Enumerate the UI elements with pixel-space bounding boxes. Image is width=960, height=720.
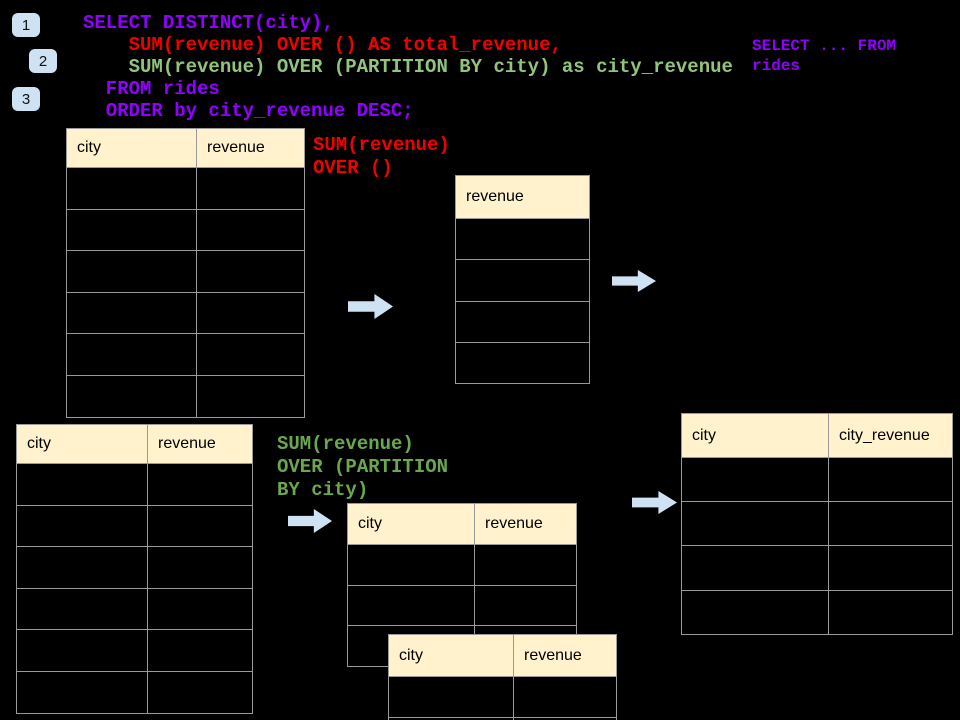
step-badge-label: 1 bbox=[21, 16, 31, 34]
column-header-city: city bbox=[66, 128, 197, 168]
table-row bbox=[388, 676, 617, 718]
table-row bbox=[66, 291, 305, 335]
right-arrow-icon bbox=[288, 509, 332, 533]
table-row bbox=[455, 341, 590, 385]
table-row bbox=[455, 300, 590, 343]
table-row bbox=[16, 587, 253, 631]
step-badge-label: 3 bbox=[21, 90, 31, 108]
column-header-city: city bbox=[347, 503, 475, 545]
table-row bbox=[681, 545, 953, 591]
column-header-revenue: revenue bbox=[474, 503, 577, 545]
column-header-city: city bbox=[16, 424, 148, 464]
step-badge-2: 2 bbox=[29, 49, 57, 73]
table-row bbox=[16, 463, 253, 506]
table-partition-group-front: city revenue bbox=[388, 634, 617, 720]
table-source-total: city revenue bbox=[66, 128, 305, 418]
table-total-result: revenue bbox=[455, 175, 590, 385]
label-sum-over-total: SUM(revenue) OVER () bbox=[313, 134, 450, 179]
table-row bbox=[347, 584, 577, 627]
table-row bbox=[16, 504, 253, 548]
table-row bbox=[681, 456, 953, 503]
table-row bbox=[388, 717, 617, 720]
table-partition-result: city city_revenue bbox=[681, 413, 953, 635]
table-row bbox=[16, 546, 253, 589]
step-badge-3: 3 bbox=[12, 87, 40, 111]
right-arrow-icon bbox=[348, 294, 393, 319]
right-arrow-icon bbox=[632, 491, 677, 514]
table-row bbox=[66, 167, 305, 210]
column-header-revenue: revenue bbox=[196, 128, 305, 168]
table-row bbox=[66, 333, 305, 376]
side-snippet-select-from-rides: SELECT ... FROM rides bbox=[752, 37, 897, 75]
step-badge-1: 1 bbox=[12, 13, 40, 37]
table-source-partition: city revenue bbox=[16, 424, 253, 714]
sql-line-order-by: ORDER by city_revenue DESC; bbox=[83, 100, 414, 122]
step-badge-label: 2 bbox=[38, 52, 48, 70]
table-row bbox=[455, 259, 590, 302]
right-arrow-icon bbox=[612, 270, 656, 292]
table-row bbox=[16, 670, 253, 714]
column-header-revenue: revenue bbox=[513, 634, 617, 677]
table-row bbox=[16, 629, 253, 672]
label-sum-over-partition: SUM(revenue) OVER (PARTITION BY city) bbox=[277, 433, 449, 501]
table-row bbox=[681, 501, 953, 547]
sql-line-from: FROM rides bbox=[83, 78, 220, 100]
sql-query-code: SELECT DISTINCT(city), SUM(revenue) OVER… bbox=[83, 12, 733, 122]
column-header-revenue: revenue bbox=[147, 424, 253, 464]
table-row bbox=[66, 374, 305, 418]
table-row bbox=[66, 250, 305, 293]
sql-line-city-revenue: SUM(revenue) OVER (PARTITION BY city) as… bbox=[83, 56, 733, 78]
column-header-city: city bbox=[388, 634, 514, 677]
table-row bbox=[455, 217, 590, 261]
table-row bbox=[66, 208, 305, 252]
table-row bbox=[347, 544, 577, 586]
column-header-city-revenue: city_revenue bbox=[828, 413, 953, 458]
sql-line-select: SELECT DISTINCT(city), bbox=[83, 12, 334, 34]
sql-line-total-revenue: SUM(revenue) OVER () AS total_revenue, bbox=[83, 34, 562, 56]
column-header-revenue: revenue bbox=[455, 175, 590, 219]
table-row bbox=[681, 589, 953, 635]
column-header-city: city bbox=[681, 413, 829, 458]
